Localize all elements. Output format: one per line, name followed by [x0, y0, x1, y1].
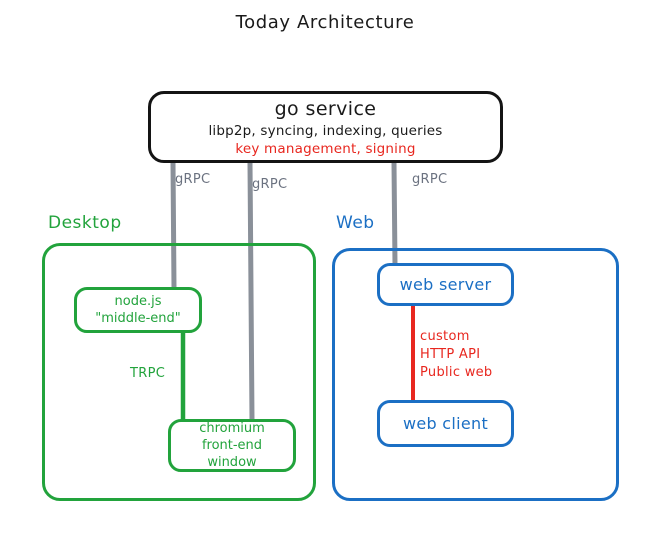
group-label-desktop: Desktop [48, 213, 122, 233]
node-web-client: web client [377, 400, 514, 447]
chromium-line-1: chromium [199, 421, 265, 436]
nodejs-line-2: "middle-end" [95, 311, 181, 326]
go-service-title: go service [274, 97, 377, 120]
chromium-line-2: front-end [201, 438, 263, 453]
edge-grpc-node-js [170, 160, 177, 291]
group-label-web: Web [336, 213, 375, 233]
chromium-line-3: window [207, 455, 257, 470]
node-nodejs-middle-end: node.js "middle-end" [74, 287, 202, 333]
web-server-label: web server [399, 275, 492, 294]
nodejs-line-1: node.js [114, 294, 162, 309]
edge-label-grpc-chromium: gRPC [252, 177, 288, 192]
edge-grpc-chromium [247, 160, 255, 423]
edge-label-http-api: custom HTTP API Public web [420, 329, 493, 380]
web-client-label: web client [402, 414, 489, 433]
edge-label-grpc-node-js: gRPC [175, 172, 211, 187]
go-service-subtitle: libp2p, syncing, indexing, queries [208, 122, 443, 139]
group-box-desktop [42, 243, 316, 501]
group-box-web [332, 248, 619, 501]
node-chromium-frontend-window: chromium front-end window [168, 419, 296, 472]
edge-label-grpc-web-server: gRPC [412, 172, 448, 187]
go-service-subtitle-highlight: key management, signing [235, 140, 416, 157]
node-go-service: go service libp2p, syncing, indexing, qu… [148, 91, 503, 163]
edge-label-trpc: TRPC [130, 366, 166, 381]
page-title: Today Architecture [235, 12, 415, 33]
node-web-server: web server [377, 263, 514, 306]
